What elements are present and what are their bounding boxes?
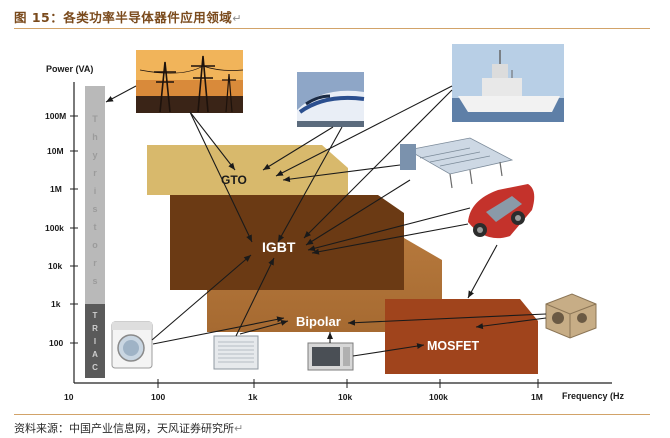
y-tick-label: 100k: [45, 223, 64, 233]
arrow: [189, 111, 253, 243]
washing-machine-image: [111, 321, 153, 369]
mosfet-region: [385, 299, 538, 374]
return-mark: ↵: [234, 422, 244, 435]
y-ticks: 100M 10M 1M 100k 10k 1k 100: [45, 111, 78, 348]
arrow: [467, 244, 498, 299]
figure-caption: 图 15：各类功率半导体器件应用领域↵: [14, 7, 242, 26]
triac-bar: [85, 304, 105, 378]
gto-label: GTO: [221, 173, 247, 187]
arrow: [305, 179, 411, 246]
bipolar-label: Bipolar: [296, 314, 341, 329]
triac-label: T R I A C: [92, 311, 98, 372]
power-transmission-towers-image: [136, 50, 244, 113]
thyristors-letter: t: [94, 222, 97, 232]
arrow: [152, 316, 285, 345]
arrow: [352, 343, 425, 357]
return-mark: ↵: [232, 12, 242, 25]
arrow: [311, 223, 469, 255]
x-tick-label: 10: [64, 392, 74, 402]
arrow: [303, 89, 453, 239]
thyristors-letter: o: [92, 240, 98, 250]
thyristors-bar: [85, 86, 105, 304]
x-axis-label: Frequency (Hz: [562, 391, 625, 401]
thyristors-letter: T: [92, 114, 98, 124]
arrow: [262, 126, 334, 171]
arrow: [347, 313, 547, 326]
thyristors-letter: r: [93, 168, 97, 178]
arrow: [189, 111, 236, 171]
arrow: [282, 164, 401, 183]
triac-letter: T: [93, 311, 98, 320]
gto-region: [147, 145, 348, 195]
y-tick-label: 1k: [51, 299, 61, 309]
power-supply-unit-image: [545, 293, 597, 339]
figure-title: 图 15：各类功率半导体器件应用领域: [14, 10, 233, 25]
y-tick-label: 1M: [50, 184, 62, 194]
arrow: [475, 317, 547, 330]
x-tick-label: 1k: [248, 392, 258, 402]
source-note: 资料来源：中国产业信息网，天风证券研究所↵: [14, 420, 243, 436]
thyristors-letter: y: [92, 150, 97, 160]
x-tick-label: 100k: [429, 392, 448, 402]
industrial-machinery-image: [398, 128, 518, 190]
high-speed-train-image: [297, 72, 365, 127]
arrow: [105, 85, 137, 103]
arrow: [239, 319, 289, 335]
arrow: [235, 257, 275, 337]
x-tick-label: 10k: [338, 392, 352, 402]
thyristors-letter: r: [93, 258, 97, 268]
top-divider: [14, 28, 650, 29]
x-tick-label: 100: [151, 392, 165, 402]
bottom-divider: [14, 414, 650, 415]
connector-arrows: [105, 85, 547, 357]
arrow: [277, 126, 343, 243]
x-ticks: 10 100 1k 10k 100k 1M: [64, 379, 543, 402]
thyristors-letter: s: [92, 204, 97, 214]
mosfet-label: MOSFET: [427, 339, 479, 353]
electric-car-image: [468, 184, 535, 239]
y-tick-label: 100: [49, 338, 63, 348]
y-axis-label: Power (VA): [46, 64, 93, 74]
thyristors-letter: s: [92, 276, 97, 286]
triac-letter: I: [94, 337, 96, 346]
triac-letter: C: [92, 363, 98, 372]
triac-letter: A: [92, 350, 98, 359]
igbt-label: IGBT: [262, 239, 296, 255]
y-tick-label: 100M: [45, 111, 66, 121]
arrow: [307, 207, 471, 252]
source-text: 资料来源：中国产业信息网，天风证券研究所: [14, 422, 234, 435]
arrow: [275, 85, 453, 177]
thyristors-letter: h: [92, 132, 98, 142]
arrow: [151, 254, 252, 341]
air-conditioner-image: [213, 335, 259, 370]
microwave-oven-image: [307, 342, 354, 371]
x-tick-label: 1M: [531, 392, 543, 402]
igbt-region: [170, 195, 404, 290]
y-tick-label: 10M: [47, 146, 64, 156]
triac-letter: R: [92, 324, 98, 333]
thyristors-label: T h y r i s t o r s: [92, 114, 98, 286]
thyristors-letter: i: [94, 186, 97, 196]
y-tick-label: 10k: [48, 261, 62, 271]
naval-ship-image: [452, 44, 564, 122]
